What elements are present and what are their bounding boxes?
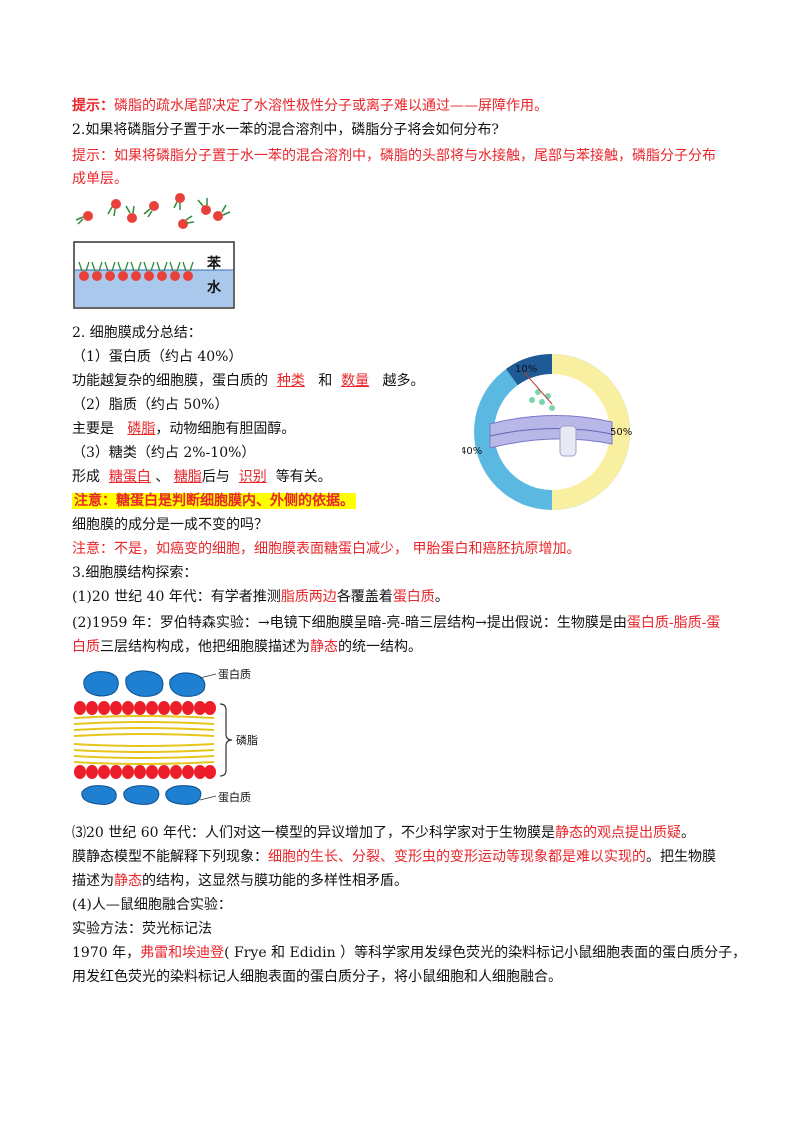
membrane-model-diagram: 蛋白质 磷脂 蛋白质 [73, 667, 258, 805]
bottom-protein-layer [81, 785, 202, 805]
question-2: 2.如果将磷脂分子置于水一苯的混合溶剂中，磷脂分子将会如何分布? [72, 122, 499, 138]
sugar-heading: （3）糖类（约占 2%-10%） [72, 445, 256, 461]
label-protein-top: 蛋白质 [218, 667, 251, 681]
section-3-p2-line-1: (2)1959 年：罗伯特森实验：→电镜下细胞膜呈暗-亮-暗三层结构→提出假说：… [72, 615, 721, 631]
experiment-method: 实验方法：荧光标记法 [72, 921, 212, 937]
monolayer [78, 261, 194, 281]
section-3-p6-line-2: 用发红色荧光的染料标记人细胞表面的蛋白质分子，将小鼠细胞和人细胞融合。 [72, 969, 562, 985]
upper-head-layer [74, 701, 216, 715]
hint-2-line-1: 提示：如果将磷脂分子置于水一苯的混合溶剂中，磷脂的头部将与水接触，尾部与苯接触，… [72, 148, 716, 164]
section-3-p3: ⑶20 世纪 60 年代：人们对这一模型的异议增加了，不少科学家对于生物膜是静态… [72, 825, 695, 841]
pie-label-10: 10% [515, 364, 537, 375]
pie-label-40: 40% [462, 446, 482, 457]
hint-paragraph-1: 提示：磷脂的疏水尾部决定了水溶性极性分子或离子难以通过——屏障作用。 [72, 98, 548, 114]
composition-pie-diagram: 10% 40% 50% [462, 354, 632, 510]
lipid-heading: （2）脂质（约占 50%） [72, 397, 229, 413]
top-protein-layer [83, 670, 206, 697]
section-3-p2-line-2: 白质三层结构构成，他把细胞膜描述为静态的统一结构。 [72, 639, 422, 655]
sugar-line: 形成 糖蛋白 、 糖脂后与 识别 等有关。 [72, 469, 332, 485]
section-3-p4-line-1: 膜静态模型不能解释下列现象：细胞的生长、分裂、变形虫的变形运动等现象都是难以实现… [72, 849, 716, 865]
section-3-p4-line-2: 描述为静态的结构，这显然与膜功能的多样性相矛盾。 [72, 873, 408, 889]
section-3-p1: (1)20 世纪 40 年代：有学者推测脂质两边各覆盖着蛋白质。 [72, 589, 449, 605]
membrane-illustration [489, 371, 613, 457]
brace [219, 703, 233, 777]
benzene-label: 苯 [206, 255, 222, 272]
water-label: 水 [207, 279, 222, 296]
pie-label-50: 50% [610, 427, 632, 438]
lipid-line: 主要是 磷脂，动物细胞有胆固醇。 [72, 421, 296, 437]
label-phospholipid: 磷脂 [236, 733, 258, 747]
note-cancer: 注意：不是，如癌变的细胞，细胞膜表面糖蛋白减少， 甲胎蛋白和癌胚抗原增加。 [72, 541, 581, 557]
floating-phospholipids [75, 193, 231, 229]
section-3-title: 3.细胞膜结构探索： [72, 565, 198, 581]
section-3-p6-line-1: 1970 年，弗雷和埃迪登( Frye 和 Edidin ）等科学家用发绿色荧光… [72, 945, 747, 961]
question-constant: 细胞膜的成分是一成不变的吗？ [72, 517, 268, 533]
label-protein-bottom: 蛋白质 [218, 790, 251, 804]
lower-head-layer [74, 765, 216, 779]
note-glycoprotein: 注意：糖蛋白是判断细胞膜内、外侧的依据。 [72, 493, 356, 509]
tail-layer [73, 715, 215, 765]
section-3-p5: (4)人—鼠细胞融合实验： [72, 897, 232, 913]
protein-heading: （1）蛋白质（约占 40%） [72, 349, 243, 365]
hint-2-line-2: 成单层。 [72, 171, 128, 187]
beaker-diagram: 苯 水 [73, 193, 235, 309]
protein-line: 功能越复杂的细胞膜，蛋白质的 种类 和 数量 越多。 [72, 373, 425, 389]
summary-title: 2. 细胞膜成分总结： [72, 325, 202, 341]
